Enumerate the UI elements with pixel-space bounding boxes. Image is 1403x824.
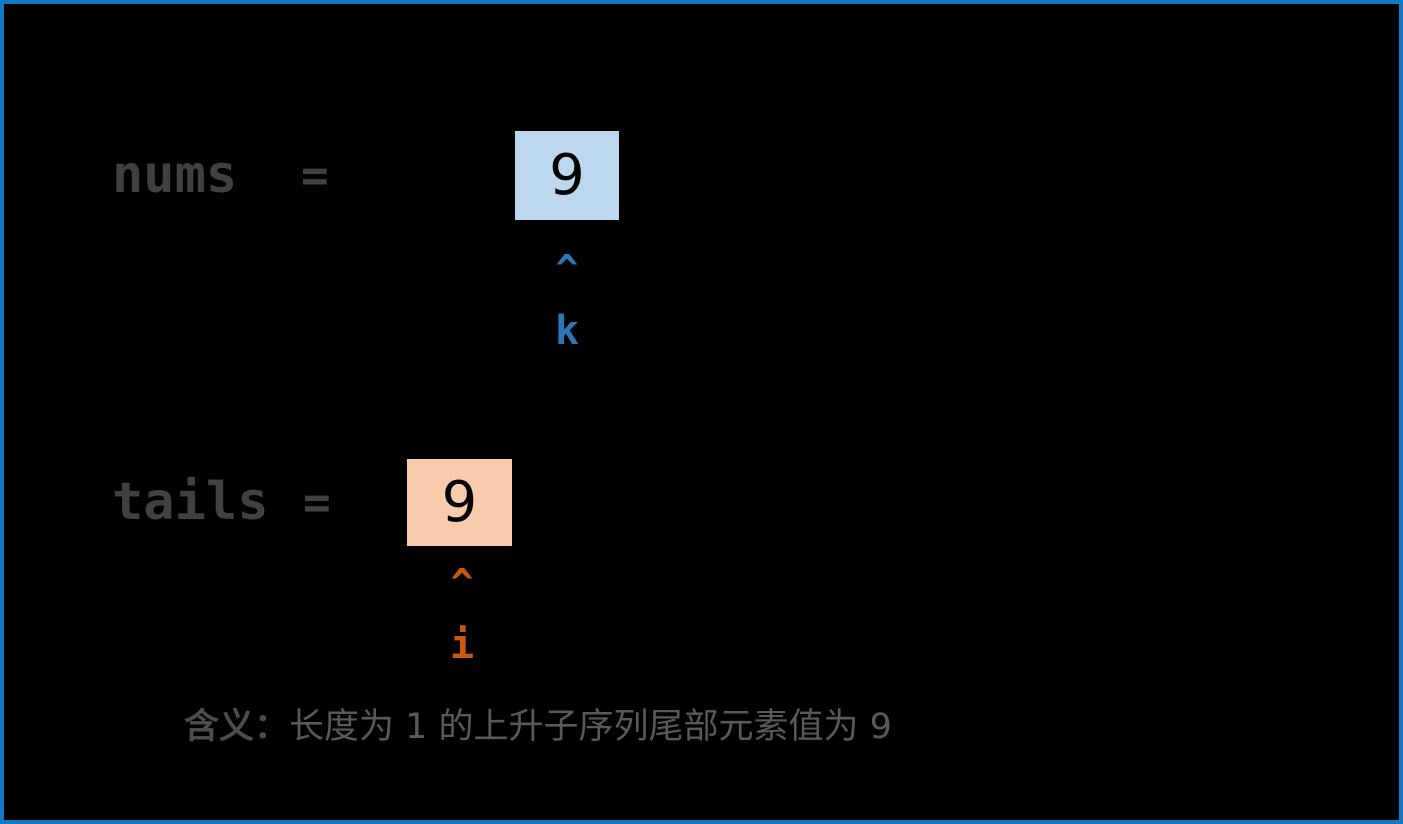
tails-label: tails [112, 472, 269, 532]
nums-pointer-label-k: k [554, 308, 580, 354]
tails-pointer-caret-icon: ^ [450, 561, 474, 605]
caption: 含义：长度为 1 的上升子序列尾部元素值为 9 [184, 706, 892, 750]
nums-equals-sign: = [301, 148, 329, 202]
tails-cell-0[interactable]: 9 [407, 459, 512, 546]
tails-equals-sign: = [303, 475, 331, 529]
nums-pointer-caret-icon: ^ [555, 247, 579, 291]
nums-cell-0[interactable]: 9 [515, 131, 619, 220]
caption-prefix: 含义： [184, 707, 290, 747]
nums-label: nums [112, 145, 238, 205]
caption-text: 长度为 1 的上升子序列尾部元素值为 9 [289, 707, 892, 747]
tails-pointer-label-i: i [449, 622, 475, 668]
